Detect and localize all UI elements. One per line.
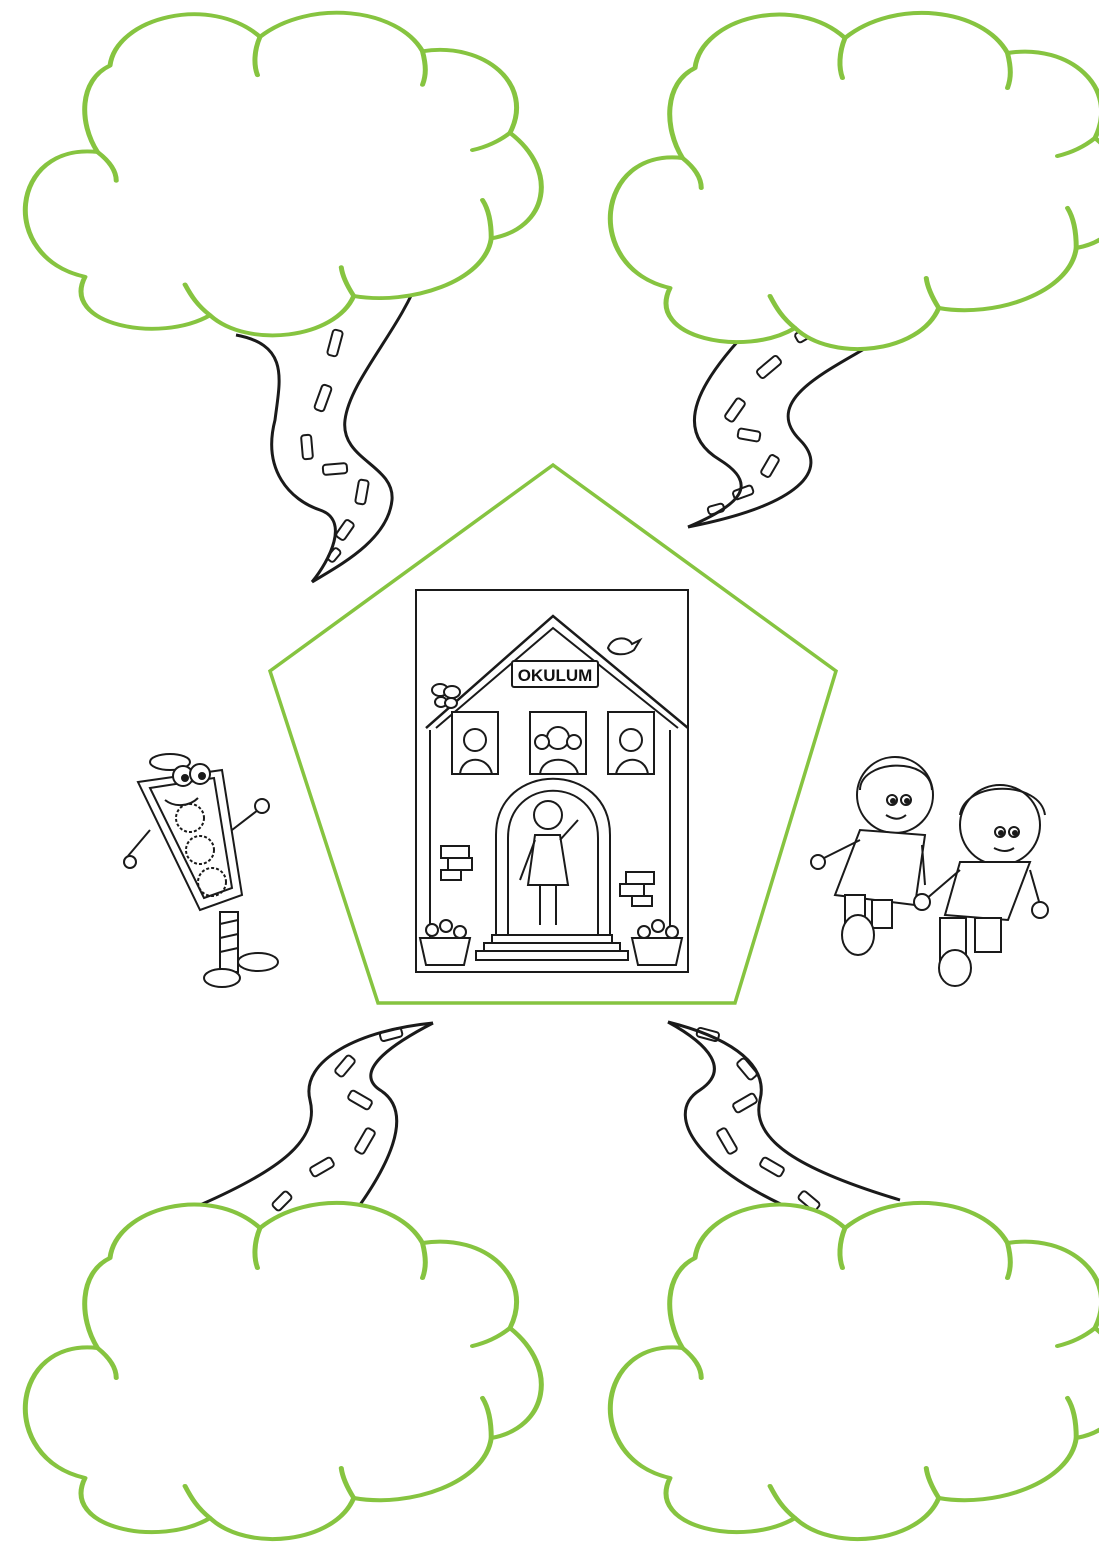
school-sign-text: OKULUM [518,666,593,685]
road-bottom-right [668,1022,900,1228]
window-left [452,712,498,774]
traffic-light-character-icon [124,754,278,987]
cloud-top-right [610,13,1099,349]
butterfly-icon [432,684,460,708]
window-right [608,712,654,774]
school-building-icon: OKULUM [416,590,688,972]
road-top-right [688,323,876,527]
window-middle [530,712,586,774]
cloud-bottom-right [610,1203,1099,1539]
children-walking-icon [811,757,1048,986]
flower-basket-icon-right [632,920,682,965]
cloud-top-left [25,13,541,336]
cloud-bottom-left [25,1203,541,1539]
road-bottom-left [200,1023,433,1225]
flower-basket-icon [420,920,470,965]
